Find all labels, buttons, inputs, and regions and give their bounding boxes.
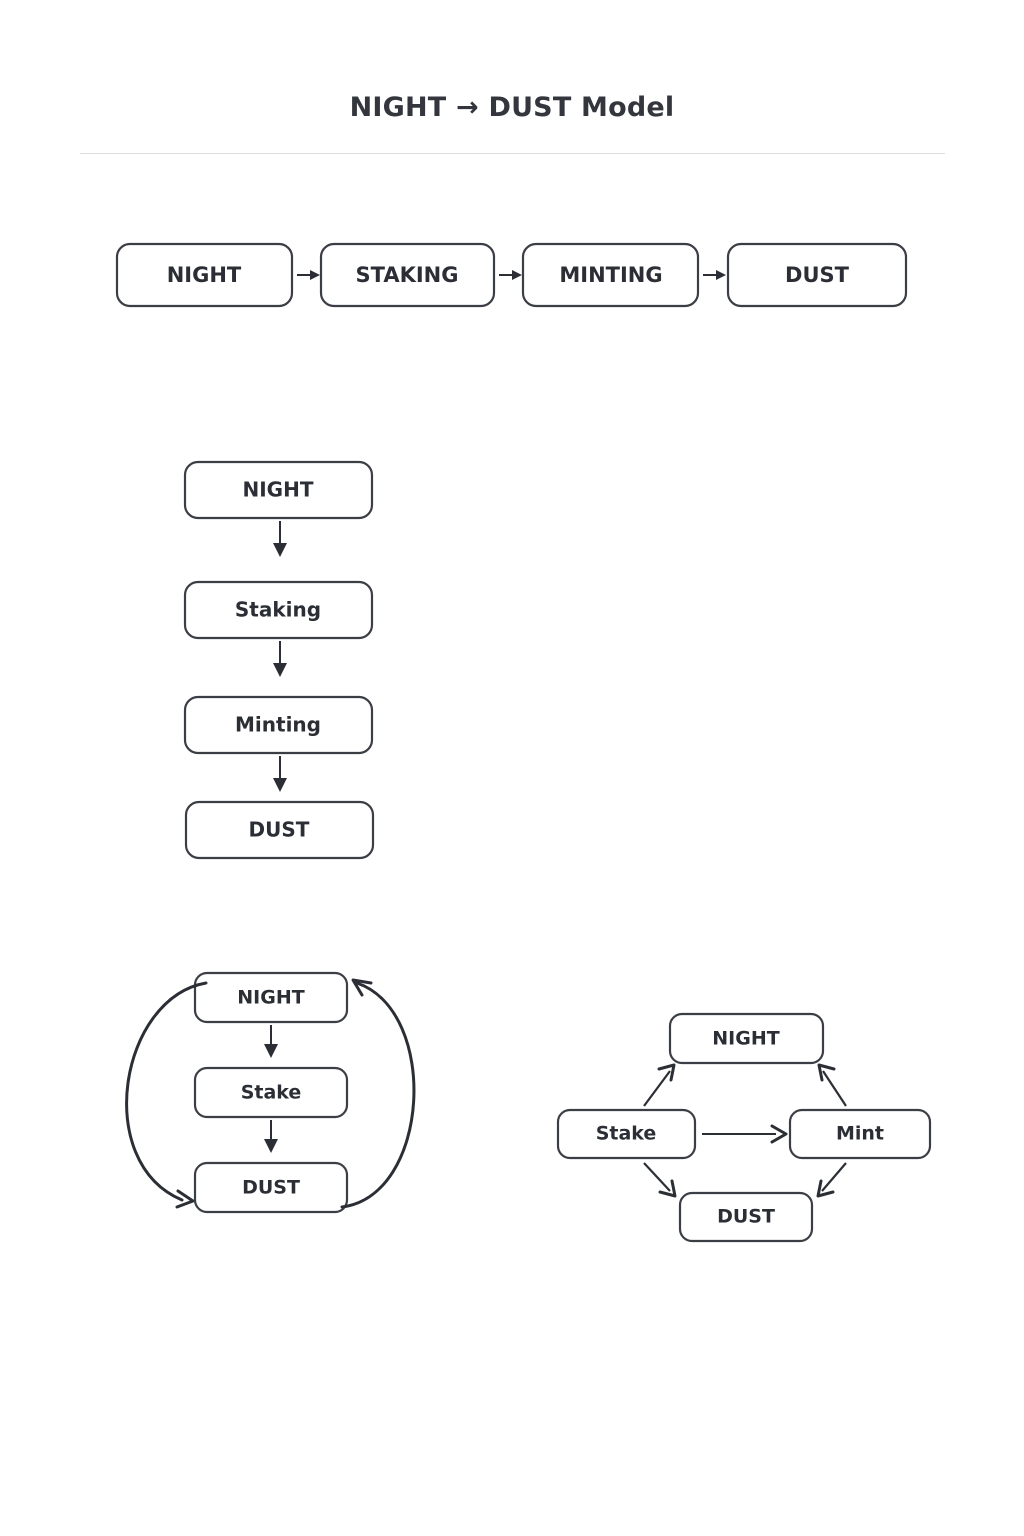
arrow-icon <box>716 270 726 280</box>
arrow-icon <box>273 778 287 792</box>
diagram-linear-flow: NIGHT STAKING MINTING <box>0 222 1024 332</box>
node-stake[interactable]: Stake <box>193 1066 349 1119</box>
arrow-icon <box>770 1124 788 1144</box>
node-label-night: NIGHT <box>712 1028 779 1050</box>
edge-night-to-stake <box>264 1025 278 1058</box>
arrow-icon <box>351 978 373 997</box>
node-label-staking: STAKING <box>356 263 459 287</box>
node-box-night <box>668 1012 825 1065</box>
node-staking[interactable]: Staking <box>183 580 374 640</box>
arrow-icon <box>273 663 287 677</box>
arrow-icon <box>817 1063 836 1082</box>
node-label-minting: Minting <box>235 713 321 737</box>
arrow-icon <box>273 543 287 557</box>
node-box-night <box>115 242 294 308</box>
edge-night-to-staking <box>297 270 320 280</box>
page-title: NIGHT → DUST Model <box>349 92 675 123</box>
node-minting[interactable]: MINTING <box>521 242 700 308</box>
edge-staking-to-minting <box>273 641 287 677</box>
node-label-dust: DUST <box>249 818 310 842</box>
node-dust[interactable]: DUST <box>678 1191 814 1243</box>
diagram-vertical-flow: NIGHT Staking Minting <box>0 445 1024 875</box>
arrow-icon <box>264 1044 278 1058</box>
node-label-night: NIGHT <box>167 263 242 287</box>
node-label-mint: Mint <box>836 1123 884 1145</box>
node-night[interactable]: NIGHT <box>668 1012 825 1065</box>
arrow-icon <box>816 1179 835 1198</box>
arrow-icon <box>512 270 522 280</box>
diagram-diamond-flow: NIGHT Stake Mint DUST <box>520 985 980 1270</box>
node-box-stake <box>556 1108 697 1160</box>
arrow-icon <box>657 1063 676 1082</box>
node-label-stake: Stake <box>241 1082 302 1104</box>
edge-minting-to-dust <box>703 270 726 280</box>
node-box-night <box>193 971 349 1024</box>
node-label-night: NIGHT <box>237 987 304 1009</box>
node-box-dust <box>726 242 908 308</box>
node-night[interactable]: NIGHT <box>183 460 374 520</box>
title-divider <box>80 153 945 154</box>
node-box-dust <box>184 800 375 860</box>
edge-minting-to-dust <box>273 756 287 792</box>
node-label-night: NIGHT <box>243 478 314 502</box>
arrow-icon <box>310 270 320 280</box>
node-label-staking: Staking <box>235 598 321 622</box>
node-dust[interactable]: DUST <box>726 242 908 308</box>
node-night[interactable]: NIGHT <box>193 971 349 1024</box>
node-box-mint <box>788 1108 932 1160</box>
node-mint[interactable]: Mint <box>788 1108 932 1160</box>
node-label-minting: MINTING <box>559 263 662 287</box>
arrow-icon <box>264 1139 278 1153</box>
node-box-minting <box>183 695 374 755</box>
node-box-night <box>183 460 374 520</box>
edge-stake-to-dust <box>264 1120 278 1153</box>
node-dust[interactable]: DUST <box>184 800 375 860</box>
edge-stake-to-dust <box>643 1162 677 1198</box>
edge-night-to-dust-curve <box>125 981 208 1209</box>
edge-stake-to-night <box>643 1063 676 1107</box>
node-label-dust: DUST <box>785 263 850 287</box>
node-dust[interactable]: DUST <box>193 1161 349 1214</box>
node-staking[interactable]: STAKING <box>319 242 496 308</box>
node-box-staking <box>319 242 496 308</box>
edge-mint-to-dust <box>816 1162 847 1198</box>
node-stake[interactable]: Stake <box>556 1108 697 1160</box>
diagram-cycle-flow: NIGHT Stake DUST <box>60 950 480 1250</box>
node-box-minting <box>521 242 700 308</box>
node-box-dust <box>193 1161 349 1214</box>
arrow-icon <box>175 1189 195 1209</box>
node-label-stake: Stake <box>596 1123 657 1145</box>
node-box-stake <box>193 1066 349 1119</box>
node-box-dust <box>678 1191 814 1243</box>
edge-mint-to-night <box>817 1063 847 1107</box>
edge-stake-to-mint <box>702 1124 788 1144</box>
node-label-dust: DUST <box>242 1177 300 1199</box>
node-minting[interactable]: Minting <box>183 695 374 755</box>
edge-staking-to-minting <box>499 270 522 280</box>
arrow-icon <box>658 1179 677 1198</box>
node-night[interactable]: NIGHT <box>115 242 294 308</box>
edge-dust-to-night-curve <box>340 978 416 1209</box>
node-box-staking <box>183 580 374 640</box>
edge-night-to-staking <box>273 521 287 557</box>
node-label-dust: DUST <box>717 1206 775 1228</box>
page-header: NIGHT → DUST Model <box>0 92 1024 124</box>
